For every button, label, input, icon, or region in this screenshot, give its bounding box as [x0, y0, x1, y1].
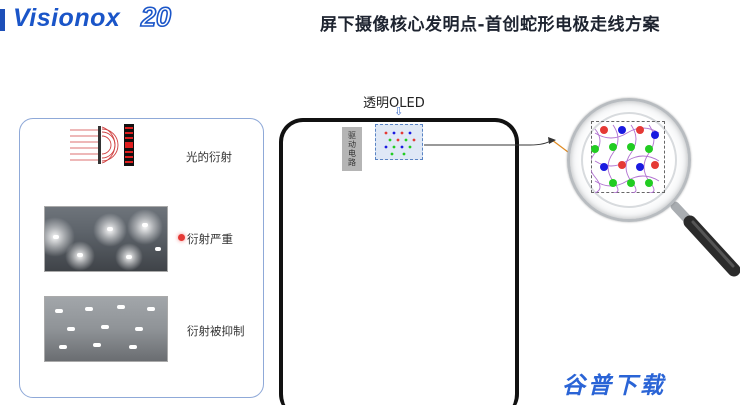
driver-char-3: 电 [348, 149, 356, 158]
label-severe-diffraction: 衍射严重 [187, 232, 233, 246]
driver-char-4: 路 [348, 158, 356, 168]
down-arrow-icon: ⇩ [394, 105, 404, 118]
logo-anniversary-number: 20 [140, 1, 172, 33]
magnified-pixel-region [591, 121, 665, 193]
diffraction-diagram [70, 124, 134, 166]
pixel-dots [591, 126, 659, 187]
driver-char-1: 驱 [348, 130, 356, 140]
transparent-oled-area [375, 124, 423, 160]
highlight-dot [178, 234, 185, 241]
watermark-text: 谷普下载 [562, 373, 666, 399]
driver-char-2: 动 [348, 139, 356, 149]
fringe-bands [125, 127, 133, 163]
incident-rays [70, 129, 98, 161]
page-title: 屏下摄像核心发明点-首创蛇形电极走线方案 [320, 15, 661, 35]
serpentine-electrode-diagram [591, 124, 660, 193]
label-suppressed-diffraction: 衍射被抑制 [187, 324, 245, 338]
oled-label: 透明OLED [363, 96, 425, 111]
logo-accent-bar [0, 9, 5, 31]
slit-barrier [98, 126, 101, 164]
phone-outline [279, 118, 519, 405]
label-light-diffraction: 光的衍射 [186, 150, 232, 164]
photo-severe-diffraction [44, 206, 168, 272]
magnifier-handle-icon [670, 201, 740, 277]
logo-wordmark: Visionox [13, 4, 121, 32]
diffraction-arcs [101, 126, 119, 164]
oled-pixel-grid [384, 131, 416, 156]
driver-circuit-block: 驱 动 电 路 [342, 127, 362, 171]
photo-suppressed-diffraction [44, 296, 168, 362]
